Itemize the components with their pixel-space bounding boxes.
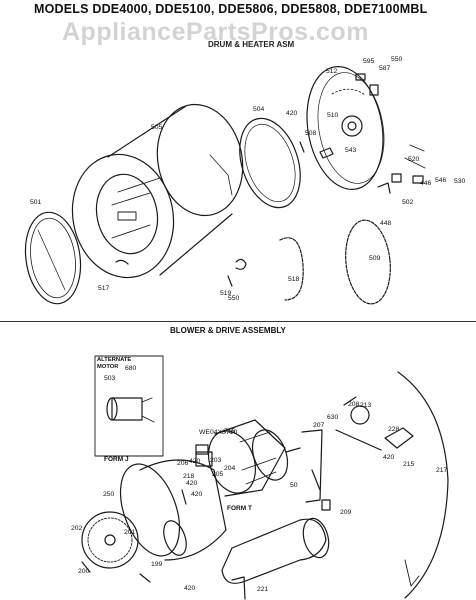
alternate-motor-label: ALTERNATE MOTOR bbox=[97, 357, 141, 370]
callout-420: 420 bbox=[191, 491, 203, 498]
shaft-215 bbox=[335, 429, 382, 451]
alternate-motor-box bbox=[94, 355, 164, 457]
callout-518: 518 bbox=[288, 276, 300, 283]
front-ring-501 bbox=[24, 211, 82, 305]
blower-housing-201 bbox=[119, 459, 227, 561]
alternate-motor-text: ALTERNATE MOTOR bbox=[97, 357, 132, 370]
callout-208: 208 bbox=[348, 401, 360, 408]
callout-446: 446 bbox=[420, 180, 432, 187]
callout-595: 595 bbox=[363, 58, 375, 65]
part-521 bbox=[391, 173, 402, 183]
callout-530: 530 bbox=[454, 178, 466, 185]
callout-680: 680 bbox=[125, 365, 137, 372]
part-218 bbox=[195, 444, 209, 455]
callout-520: 520 bbox=[408, 156, 420, 163]
callout-501: 501 bbox=[30, 199, 42, 206]
callout-218: 218 bbox=[183, 473, 195, 480]
callout-503: 503 bbox=[104, 375, 116, 382]
callout-550: 550 bbox=[391, 56, 403, 63]
callout-207: 207 bbox=[313, 422, 325, 429]
alt-motor-body bbox=[111, 397, 143, 421]
drum-support-213 bbox=[397, 371, 449, 599]
section-title-blower: BLOWER & DRIVE ASSEMBLY bbox=[170, 326, 286, 335]
belt-509 bbox=[345, 219, 391, 305]
rear-ring-504 bbox=[239, 117, 301, 209]
part-550-top bbox=[369, 84, 379, 96]
duct-228 bbox=[221, 517, 330, 584]
part-221 bbox=[231, 576, 246, 600]
part-446 bbox=[412, 175, 424, 184]
callout-420: 420 bbox=[286, 110, 298, 117]
section-divider bbox=[0, 321, 476, 322]
belt-518 bbox=[279, 237, 304, 301]
heater-housing-512 bbox=[306, 66, 385, 190]
form-j-label: FORM J bbox=[104, 456, 129, 463]
part-209 bbox=[343, 396, 357, 406]
part-199 bbox=[81, 561, 91, 573]
idler-bracket-204 bbox=[301, 429, 323, 503]
drum-505 bbox=[71, 103, 244, 279]
callout-420: 420 bbox=[383, 454, 395, 461]
callout-510: 510 bbox=[327, 112, 339, 119]
callout-205: 205 bbox=[212, 471, 224, 478]
section-subtitle-drum: DRUM & HEATER ASM bbox=[208, 40, 295, 49]
callout-505: 505 bbox=[151, 124, 163, 131]
callout-215: 215 bbox=[403, 461, 415, 468]
page-title: MODELS DDE4000, DDE5100, DDE5806, DDE580… bbox=[34, 2, 428, 16]
callout-448: 448 bbox=[380, 220, 392, 227]
callout-546: 546 bbox=[435, 177, 447, 184]
callout-217: 217 bbox=[436, 467, 448, 474]
callout-200: 200 bbox=[78, 568, 90, 575]
part-502-448 bbox=[377, 182, 391, 194]
callout-206: 206 bbox=[177, 460, 189, 467]
callout-we04x8710: WE04X8710 bbox=[199, 429, 237, 436]
part-543 bbox=[319, 147, 334, 159]
callout-509: 509 bbox=[369, 255, 381, 262]
clip-517 bbox=[227, 275, 233, 287]
part-508 bbox=[299, 141, 305, 153]
clip-550 bbox=[235, 258, 247, 270]
callout-517: 517 bbox=[98, 285, 110, 292]
callout-504: 504 bbox=[253, 106, 265, 113]
callout-543: 543 bbox=[345, 147, 357, 154]
callout-203: 203 bbox=[210, 457, 222, 464]
part-235 bbox=[321, 499, 331, 511]
part-50 bbox=[181, 489, 187, 505]
form-t-label: FORM T bbox=[227, 505, 252, 512]
motor-630 bbox=[208, 419, 301, 497]
callout-199: 199 bbox=[151, 561, 163, 568]
part-595 bbox=[355, 73, 366, 81]
callout-50: 50 bbox=[290, 482, 298, 489]
callout-420: 420 bbox=[186, 480, 198, 487]
callout-630: 630 bbox=[327, 414, 339, 421]
callout-519: 519 bbox=[220, 290, 232, 297]
callout-587: 587 bbox=[379, 65, 391, 72]
callout-550: 550 bbox=[228, 295, 240, 302]
part-203 bbox=[195, 451, 213, 467]
callout-715: 715 bbox=[224, 428, 236, 435]
callout-209: 209 bbox=[340, 509, 352, 516]
part-520 bbox=[404, 144, 426, 169]
part-420-foot bbox=[139, 573, 151, 583]
callout-204: 204 bbox=[224, 465, 236, 472]
clip-503 bbox=[115, 259, 129, 265]
callout-420: 420 bbox=[189, 458, 201, 465]
callout-221: 221 bbox=[257, 586, 269, 593]
callout-250: 250 bbox=[103, 491, 115, 498]
blower-wheel-202 bbox=[81, 511, 139, 569]
callout-502: 502 bbox=[402, 199, 414, 206]
spring-205 bbox=[311, 469, 321, 491]
callout-201: 201 bbox=[124, 529, 136, 536]
callout-508: 508 bbox=[305, 130, 317, 137]
callout-420: 420 bbox=[184, 585, 196, 592]
bracket-217 bbox=[384, 427, 414, 449]
callout-213: 213 bbox=[360, 402, 372, 409]
roller-208 bbox=[350, 405, 370, 425]
callout-512: 512 bbox=[326, 68, 338, 75]
callout-228: 228 bbox=[388, 426, 400, 433]
callout-202: 202 bbox=[71, 525, 83, 532]
